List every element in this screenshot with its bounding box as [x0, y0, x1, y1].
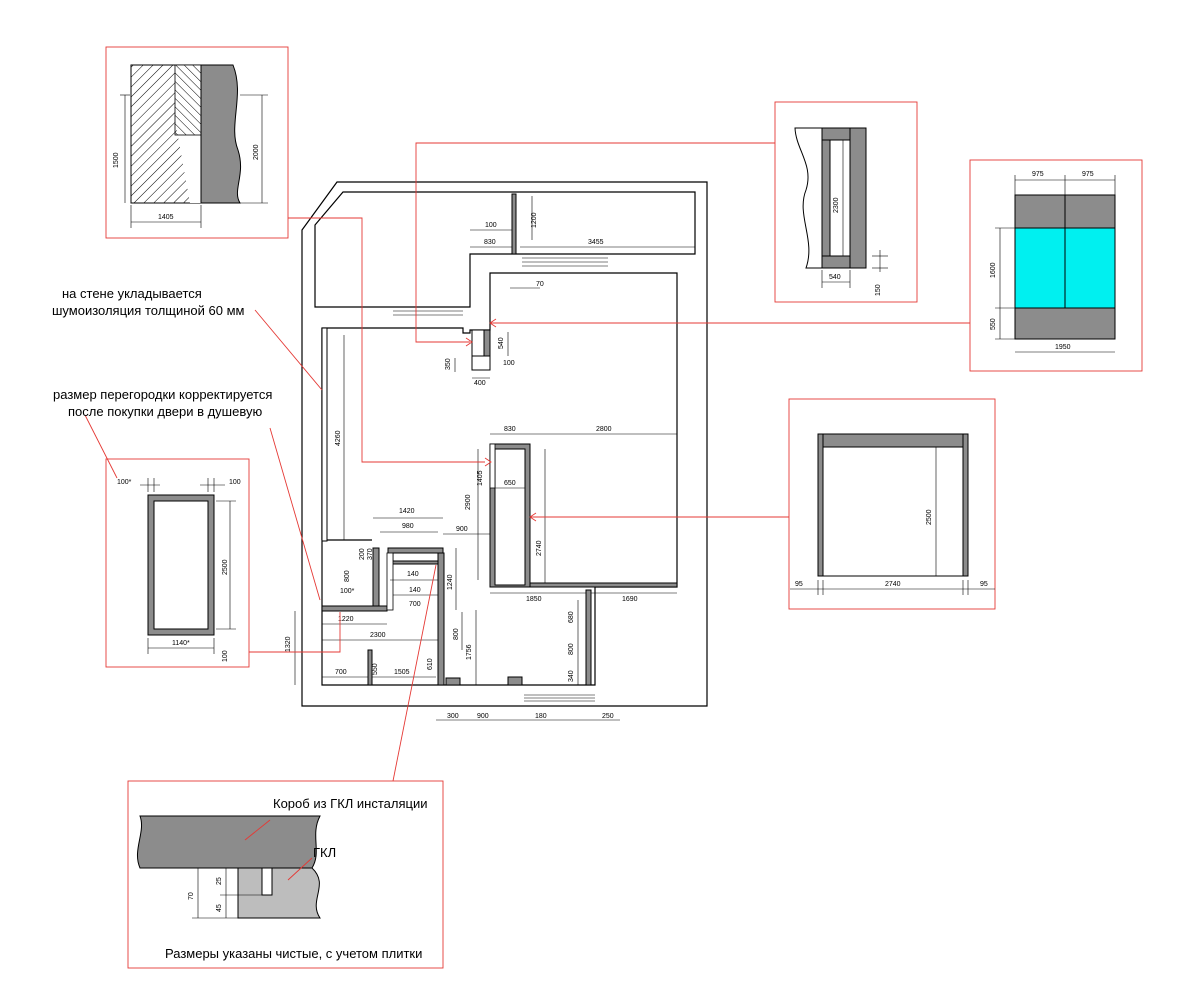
- dim-label: 1500: [113, 152, 120, 168]
- dim-label: 550: [372, 663, 379, 675]
- dim-label: 2000: [253, 144, 260, 160]
- dim-label: 95: [795, 581, 803, 588]
- dim-label: 610: [427, 658, 434, 670]
- gkl-installation-box: [136, 815, 321, 869]
- dim-label: 540: [498, 337, 505, 349]
- dim-label: 800: [344, 570, 351, 582]
- detail-window: 975 975 1600 550 1950: [969, 159, 1143, 372]
- dim-label: 400: [474, 380, 486, 387]
- detail-wall-elevation: 2500 95 2740 95: [788, 398, 996, 610]
- dim-label: 1140*: [172, 640, 190, 647]
- dim-label: 2300: [833, 197, 840, 213]
- detail-gkl-box: 70 25 45 Короб из ГКЛ инсталяции ГКЛ Раз…: [127, 780, 444, 969]
- dim-label: 45: [216, 904, 223, 912]
- dim-label: 1220: [338, 616, 354, 623]
- dim-label: 975: [1032, 171, 1044, 178]
- dim-label: 180: [535, 713, 547, 720]
- dim-label: 100: [503, 360, 515, 367]
- dim-label: 1420: [399, 508, 415, 515]
- dim-label: 1600: [990, 262, 997, 278]
- dim-label: 140: [409, 587, 421, 594]
- partition-note-line2: после покупки двери в душевую: [68, 404, 262, 419]
- dim-label: 95: [980, 581, 988, 588]
- dim-label: 1850: [526, 596, 542, 603]
- dim-label: 2500: [222, 559, 229, 575]
- detail-frame: [788, 398, 996, 610]
- box-label: Короб из ГКЛ инсталяции: [273, 796, 427, 811]
- detail-frame: [969, 159, 1143, 372]
- dim-label: 70: [536, 281, 544, 288]
- dim-label: 200: [359, 548, 366, 560]
- detail-hatched-wall: 1500 2000 1405: [105, 46, 289, 239]
- dim-label: 700: [335, 669, 347, 676]
- dim-label: 150: [875, 284, 882, 296]
- dim-label: 980: [402, 523, 414, 530]
- dim-label: 2740: [536, 540, 543, 556]
- gkl-sheet: [237, 867, 321, 919]
- dim-label: 3455: [588, 239, 604, 246]
- dim-label: 680: [568, 611, 575, 623]
- dim-label: 100*: [340, 588, 355, 595]
- dim-label: 650: [504, 480, 516, 487]
- detail-door-jamb: 2300 540 150: [774, 101, 918, 303]
- dim-label: 2300: [370, 632, 386, 639]
- dim-label: 340: [568, 670, 575, 682]
- dim-label: 2900: [465, 494, 472, 510]
- soundproof-note-line2: шумоизоляция толщиной 60 мм: [52, 303, 245, 318]
- detail-frame: [774, 101, 918, 303]
- dim-label: 1950: [1055, 344, 1071, 351]
- dim-label: 1240: [447, 574, 454, 590]
- dim-label: 2800: [596, 426, 612, 433]
- detail-frame: [105, 46, 289, 239]
- dim-label: 25: [216, 877, 223, 885]
- dim-label: 1405: [158, 214, 174, 221]
- dim-label: 1505: [394, 669, 410, 676]
- soundproof-note-line1: на стене укладывается: [62, 286, 202, 301]
- dim-label: 800: [453, 628, 460, 640]
- dim-label: 300: [447, 713, 459, 720]
- dim-label: 70: [188, 892, 195, 900]
- notes: на стене укладывается шумоизоляция толщи…: [52, 286, 272, 419]
- dim-label: 100: [229, 479, 241, 486]
- dim-label: 1405: [477, 470, 484, 486]
- footer-note: Размеры указаны чистые, с учетом плитки: [165, 946, 422, 961]
- gkl-label: ГКЛ: [313, 845, 336, 860]
- outer-wall: [301, 181, 708, 707]
- dim-label: 100: [485, 222, 497, 229]
- dim-label: 830: [504, 426, 516, 433]
- dim-label: 2740: [885, 581, 901, 588]
- dim-label: 1320: [285, 636, 292, 652]
- dim-label: 830: [484, 239, 496, 246]
- dim-label: 700: [409, 601, 421, 608]
- partition-note-line1: размер перегородки корректируется: [53, 387, 272, 402]
- dim-label: 1756: [466, 644, 473, 660]
- dim-label: 540: [829, 274, 841, 281]
- dim-label: 1200: [531, 212, 538, 228]
- dim-label: 4260: [335, 430, 342, 446]
- dim-label: 2500: [926, 509, 933, 525]
- dim-label: 100: [222, 650, 229, 662]
- detail-partition: 100* 100 2500 1140* 100: [105, 458, 250, 668]
- dim-label: 350: [445, 358, 452, 370]
- wall-section: [200, 64, 242, 204]
- dim-label: 800: [568, 643, 575, 655]
- dim-label: 550: [990, 318, 997, 330]
- dim-label: 140: [407, 571, 419, 578]
- detail-frame: [127, 780, 444, 969]
- dim-label: 100*: [117, 479, 132, 486]
- dim-label: 1690: [622, 596, 638, 603]
- dim-label: 900: [477, 713, 489, 720]
- dim-label: 975: [1082, 171, 1094, 178]
- main-plan: 100 1200 830 3455 70 540 100 350 400 426…: [285, 181, 708, 721]
- dim-label: 900: [456, 526, 468, 533]
- dim-label: 370: [367, 548, 374, 560]
- dim-label: 250: [602, 713, 614, 720]
- detail-frame: [105, 458, 250, 668]
- leader-lines: [84, 142, 970, 782]
